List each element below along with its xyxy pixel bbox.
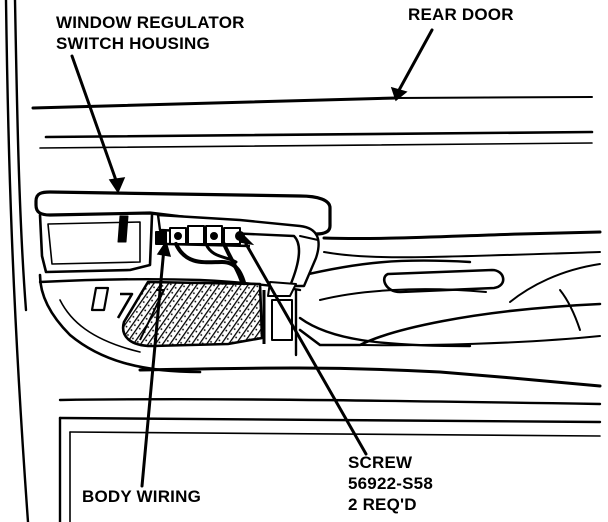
screw-label: SCREW 56922-S58 2 REQ'D — [348, 452, 433, 515]
rear-door-panel — [58, 230, 602, 522]
switch-housing — [34, 190, 332, 288]
body-wiring-cavity — [90, 280, 297, 348]
door-trim-lines — [31, 96, 594, 149]
rear-door-label: REAR DOOR — [408, 4, 514, 25]
switch-housing-label: WINDOW REGULATOR SWITCH HOUSING — [56, 12, 245, 54]
rear-door-label-text: REAR DOOR — [408, 5, 514, 24]
leader-lines — [70, 28, 434, 488]
body-wiring-label-text: BODY WIRING — [82, 487, 202, 506]
screw-label-line1: SCREW — [348, 453, 413, 472]
body-wiring-label: BODY WIRING — [82, 486, 201, 507]
switch-connectors — [155, 225, 251, 248]
door-frame-edge — [4, 0, 30, 522]
screw-label-line3: 2 REQ'D — [348, 495, 417, 514]
switch-housing-label-line2: SWITCH HOUSING — [56, 34, 210, 53]
screw-label-line2: 56922-S58 — [348, 474, 433, 493]
switch-housing-label-line1: WINDOW REGULATOR — [56, 13, 245, 32]
